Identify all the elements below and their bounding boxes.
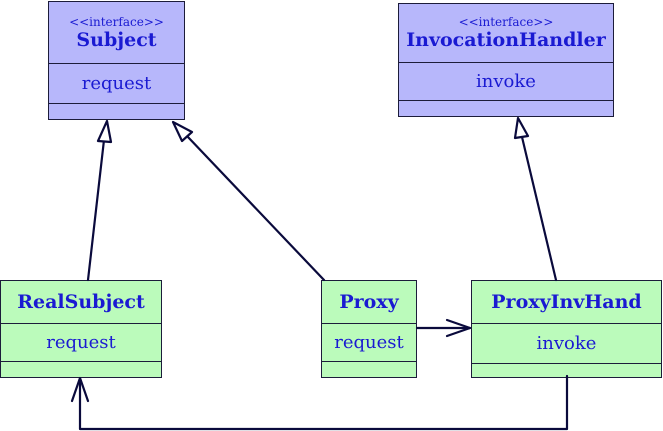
subject-name-section: <<interface>> Subject [49, 2, 184, 63]
subject-interface-box: <<interface>> Subject request [48, 1, 185, 120]
real-subject-empty-section [1, 361, 161, 377]
proxyinvhand-to-invocationhandler-line [520, 135, 558, 282]
realsubject-to-subject-line [86, 138, 106, 282]
real-subject-method: request [1, 323, 161, 361]
proxy-class-box: Proxy request [321, 280, 417, 378]
invocation-handler-interface-box: <<interface>> InvocationHandler invoke [398, 3, 614, 117]
subject-class-name: Subject [76, 28, 157, 51]
real-subject-class-box: RealSubject request [0, 280, 162, 378]
proxy-to-subject-hollow-arrowhead [171, 120, 194, 143]
proxy-empty-section [322, 361, 416, 377]
invocation-handler-name-section: <<interface>> InvocationHandler [399, 4, 613, 62]
proxy-to-subject-line [185, 134, 326, 282]
real-subject-class-name: RealSubject [17, 291, 145, 313]
subject-method: request [49, 63, 184, 103]
proxy-name-section: Proxy [322, 281, 416, 323]
invocation-handler-empty-section [399, 100, 613, 116]
proxy-inv-hand-empty-section [472, 363, 661, 377]
proxyinvhand-to-invocationhandler-hollow-arrowhead [513, 116, 530, 140]
proxy-class-name: Proxy [339, 291, 399, 313]
invocation-handler-method: invoke [399, 62, 613, 100]
proxy-inv-hand-method: invoke [472, 323, 661, 363]
proxy-inv-hand-class-name: ProxyInvHand [491, 291, 642, 313]
proxyinvhand-to-realsubject-open-arrowhead [70, 376, 90, 403]
proxyinvhand-to-realsubject-line [78, 374, 569, 431]
real-subject-name-section: RealSubject [1, 281, 161, 323]
proxy-method: request [322, 323, 416, 361]
proxy-to-proxyinvhand-open-arrowhead [445, 318, 472, 338]
proxy-inv-hand-name-section: ProxyInvHand [472, 281, 661, 323]
subject-stereotype: <<interface>> [69, 14, 164, 29]
subject-empty-section [49, 103, 184, 119]
invocation-handler-stereotype: <<interface>> [458, 15, 554, 29]
proxy-inv-hand-class-box: ProxyInvHand invoke [471, 280, 662, 378]
invocation-handler-class-name: InvocationHandler [406, 29, 606, 51]
realsubject-to-subject-hollow-arrowhead [96, 119, 113, 144]
